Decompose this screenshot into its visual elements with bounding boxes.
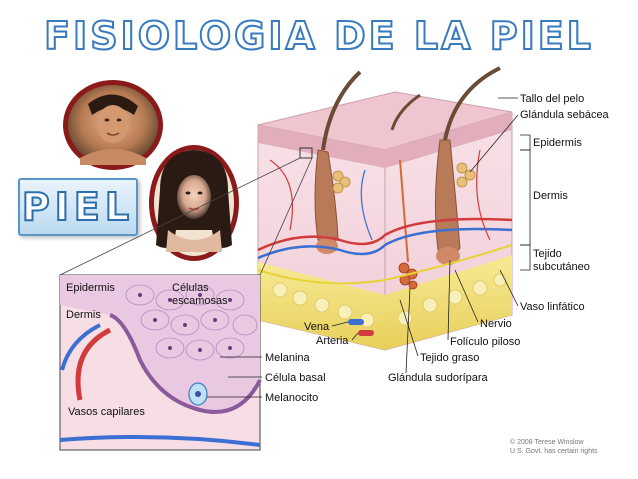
label-epidermis: Epidermis: [533, 137, 582, 149]
inset-label-dermis: Dermis: [66, 309, 101, 321]
label-vaso-linfatico: Vaso linfático: [520, 301, 585, 313]
label-arteria: Arteria: [316, 335, 349, 347]
label-tejido-graso: Tejido graso: [420, 352, 479, 364]
label-dermis: Dermis: [533, 190, 568, 202]
inset-label-celula-basal: Célula basal: [265, 372, 326, 384]
piel-badge-text: PIEL: [21, 184, 135, 230]
copyright-line-1: © 2008 Terese Winslow: [510, 438, 584, 446]
epidermis-inset: [59, 157, 313, 451]
label-vena: Vena: [304, 321, 330, 333]
label-nervio: Nervio: [480, 318, 512, 330]
skin-block: [257, 66, 513, 351]
label-foliculo: Folículo piloso: [450, 336, 520, 348]
copyright-line-2: U.S. Govt. has certain rights: [510, 448, 598, 455]
page-title: FISIOLOGIA DE LA PIEL: [43, 13, 594, 59]
piel-badge: PIEL: [18, 178, 138, 236]
label-tallo-pelo: Tallo del pelo: [520, 93, 584, 105]
inset-label-melanocito: Melanocito: [265, 392, 318, 404]
leader-lines: [331, 97, 531, 374]
portrait-man: [63, 80, 163, 170]
portrait-woman: [149, 145, 239, 261]
inset-label-vasos: Vasos capilares: [68, 406, 145, 418]
label-glandula-sudoripara: Glándula sudorípara: [388, 372, 489, 384]
label-tejido-sub-1: Tejido: [533, 248, 562, 260]
inset-label-melanina: Melanina: [265, 352, 311, 364]
inset-label-epidermis: Epidermis: [66, 282, 115, 294]
inset-label-celulas-1: Células: [172, 282, 209, 294]
label-tejido-sub-2: subcutáneo: [533, 261, 590, 273]
inset-label-celulas-2: escamosas: [172, 295, 228, 307]
label-glandula-sebacea: Glándula sebácea: [520, 109, 610, 121]
